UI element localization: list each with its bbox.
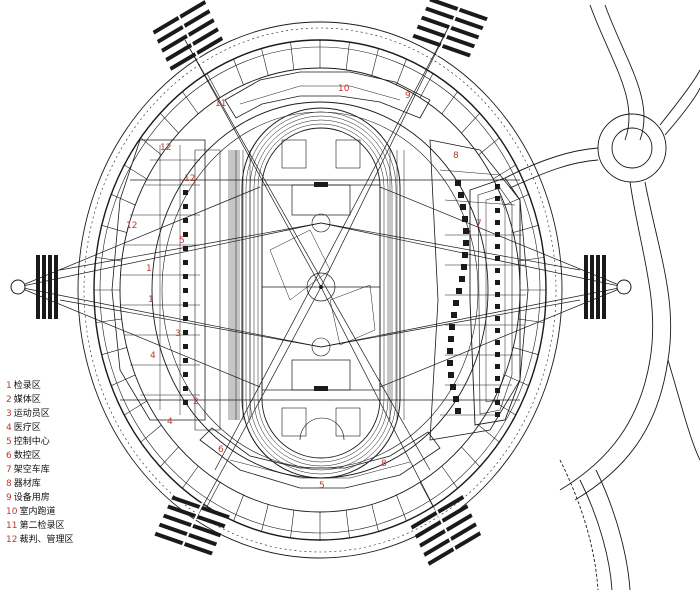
zone-label-3: 3	[175, 329, 181, 339]
left-room-cells	[183, 190, 188, 405]
south-marker-bar	[314, 386, 328, 391]
legend-item-text: 器材库	[13, 479, 41, 489]
legend-item-number: 1	[6, 381, 12, 391]
zone-label-11: 11	[215, 99, 226, 109]
zone-label-12-top: 12	[160, 143, 171, 153]
legend-item-number: 8	[6, 479, 12, 489]
zone-label-5-bottom: 5	[319, 481, 325, 491]
legend-item-number: 10	[6, 507, 18, 517]
legend-item-number: 9	[6, 493, 12, 503]
zone-label-5-left: 5	[179, 236, 185, 246]
zone-label-9: 9	[405, 91, 411, 101]
light-mast	[410, 495, 482, 566]
legend-item-text: 设备用房	[13, 493, 50, 503]
zone-label-4-lower: 4	[167, 417, 173, 427]
legend-item-text: 媒体区	[13, 395, 41, 405]
legend-item-number: 3	[6, 409, 12, 419]
light-mast	[412, 0, 488, 58]
legend-item-text: 运动员区	[13, 409, 50, 419]
left-stand-dark	[228, 150, 240, 420]
legend-item-number: 4	[6, 423, 12, 433]
legend-item-text: 第二检录区	[19, 521, 65, 531]
right-room-cells	[447, 180, 500, 417]
zone-label-12-left: 12	[126, 221, 137, 231]
roof-cable-lines	[17, 27, 625, 536]
light-mast	[154, 495, 230, 556]
legend-item-number: 6	[6, 451, 12, 461]
side-light-mast	[10, 255, 58, 319]
light-mast	[152, 0, 224, 71]
side-light-mast	[584, 255, 632, 319]
zone-label-8-north: 8	[453, 151, 459, 161]
zone-label-4-upper: 4	[150, 351, 156, 361]
legend-item-number: 12	[6, 535, 18, 545]
zone-labels: 10 9 11 8 12 12 12 1 1 3 5 4 4 7 6 8 5 2	[126, 84, 482, 491]
legend-item-text: 数控区	[13, 451, 41, 461]
legend-item-text: 控制中心	[13, 437, 50, 447]
running-track	[241, 107, 401, 479]
zone-label-7: 7	[476, 219, 482, 229]
zone-label-10: 10	[338, 84, 350, 94]
structural-radial-lines	[94, 40, 546, 540]
legend-item-text: 架空车库	[13, 465, 50, 475]
legend-item-number: 5	[6, 437, 12, 447]
zone-label-6: 6	[218, 445, 224, 455]
north-marker-bar	[314, 182, 328, 187]
legend-item-number: 2	[6, 395, 12, 405]
zone-label-8-south: 8	[381, 459, 387, 469]
legend-item-number: 7	[6, 465, 12, 475]
zone-label-12-mid: 12	[184, 174, 195, 184]
zone-label-1-lower: 1	[148, 295, 154, 305]
field-event-areas	[281, 139, 361, 441]
light-mast-pylons	[10, 0, 632, 566]
zone-label-1-upper: 1	[146, 264, 152, 274]
legend-item-number: 11	[6, 521, 18, 531]
legend-item-text: 检录区	[13, 381, 41, 391]
legend-item-text: 医疗区	[13, 423, 41, 433]
legend-item-text: 室内跑道	[19, 507, 56, 517]
road-network	[504, 4, 700, 590]
legend-item-text: 裁判、管理区	[19, 535, 74, 545]
zone-label-2: 2	[193, 397, 199, 407]
building-rooms	[111, 71, 529, 489]
